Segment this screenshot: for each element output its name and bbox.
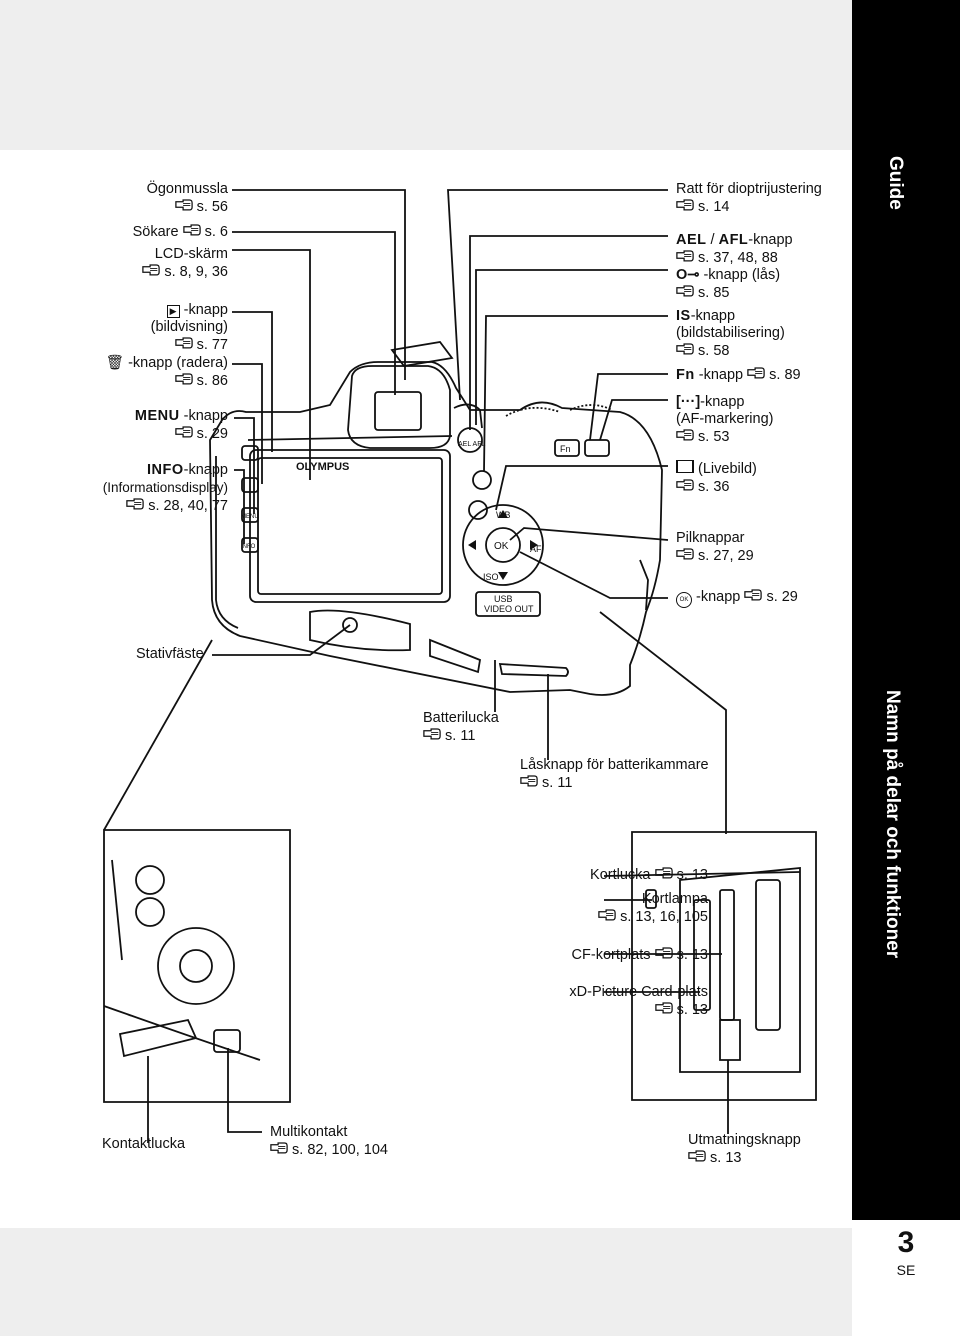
label-info-button: INFO-knapp(Informationsdisplay) s. 28, 4… bbox=[102, 462, 228, 514]
svg-text:WB: WB bbox=[496, 510, 511, 520]
svg-text:Fn: Fn bbox=[560, 444, 571, 454]
hand-pointer-icon bbox=[175, 425, 193, 438]
svg-text:ISO: ISO bbox=[483, 572, 499, 582]
hand-pointer-icon bbox=[270, 1141, 288, 1154]
camera-diagram: OLYMPUS USB VIDEO OUT WB AF ISO OK AEL A… bbox=[103, 189, 817, 1143]
label-lasknapp: Låsknapp för batterikammare s. 11 bbox=[520, 757, 709, 791]
label-utmatning: Utmatningsknapp s. 13 bbox=[688, 1132, 801, 1166]
svg-text:INFO: INFO bbox=[241, 544, 256, 550]
page-number: 3 bbox=[897, 1226, 915, 1259]
hand-pointer-icon bbox=[676, 342, 694, 355]
section-title: Namn på delar och funktioner bbox=[882, 690, 903, 959]
hand-pointer-icon bbox=[676, 249, 694, 262]
label-ogonmussla: Ögonmussla s. 56 bbox=[146, 181, 228, 215]
hand-pointer-icon bbox=[655, 1001, 673, 1014]
svg-text:AF: AF bbox=[530, 544, 542, 554]
label-is-button: IS-knapp(bildstabilisering) s. 58 bbox=[676, 308, 785, 359]
hand-pointer-icon bbox=[688, 1149, 706, 1162]
header-band bbox=[0, 0, 852, 150]
hand-pointer-icon bbox=[175, 336, 193, 349]
svg-text:OK: OK bbox=[494, 541, 509, 552]
eyecup bbox=[347, 365, 451, 449]
label-diopter: Ratt för dioptrijustering s. 14 bbox=[676, 181, 822, 215]
hand-pointer-icon bbox=[126, 497, 144, 510]
trash-icon: 🗑 bbox=[105, 355, 125, 371]
label-xd-slot: xD-Picture Card-plats s. 13 bbox=[569, 984, 708, 1018]
label-erase-button: 🗑 -knapp (radera) s. 86 bbox=[105, 355, 228, 389]
label-batterilucka: Batterilucka s. 11 bbox=[423, 710, 499, 744]
hand-pointer-icon bbox=[520, 774, 538, 787]
hand-pointer-icon bbox=[423, 727, 441, 740]
ael-afl-button bbox=[457, 427, 483, 453]
guide-tab[interactable]: Guide bbox=[885, 156, 906, 210]
footer-band bbox=[0, 1228, 852, 1336]
play-icon: ▶ bbox=[166, 305, 180, 318]
hand-pointer-icon bbox=[175, 372, 193, 385]
ok-icon: OK bbox=[676, 592, 692, 608]
hand-pointer-icon bbox=[676, 198, 694, 211]
label-kontaktlucka: Kontaktlucka bbox=[102, 1136, 186, 1152]
hand-pointer-icon bbox=[676, 478, 694, 491]
battery-lock bbox=[498, 663, 569, 677]
hand-pointer-icon bbox=[747, 366, 765, 379]
hand-pointer-icon bbox=[598, 908, 616, 921]
camera-brand: OLYMPUS bbox=[296, 461, 349, 473]
hand-pointer-icon bbox=[655, 866, 673, 879]
label-pilknappar: Pilknappar s. 27, 29 bbox=[676, 530, 754, 564]
hand-pointer-icon bbox=[175, 198, 193, 211]
label-fn-button: Fn -knapp s. 89 bbox=[676, 366, 801, 383]
label-lcd: LCD-skärm s. 8, 9, 36 bbox=[142, 246, 228, 281]
connector-inset bbox=[103, 829, 291, 1103]
live-view-icon bbox=[676, 460, 694, 473]
label-sokare: Sökare s. 6 bbox=[132, 223, 228, 240]
label-multikontakt: Multikontakt s. 82, 100, 104 bbox=[270, 1124, 388, 1158]
page-lang: SE bbox=[896, 1262, 916, 1278]
hand-pointer-icon bbox=[676, 284, 694, 297]
svg-text:USB: USB bbox=[494, 594, 513, 604]
lcd-screen bbox=[249, 449, 451, 603]
svg-text:VIDEO OUT: VIDEO OUT bbox=[484, 604, 534, 614]
label-live-view: (Livebild) s. 36 bbox=[676, 460, 757, 496]
svg-text:MENU: MENU bbox=[241, 514, 259, 520]
label-kortlucka: Kortlucka s. 13 bbox=[590, 866, 708, 883]
hand-pointer-icon bbox=[183, 223, 201, 236]
card-slot-inset bbox=[631, 831, 817, 1101]
label-ok-button: OK -knapp s. 29 bbox=[676, 588, 798, 608]
label-play-button: ▶ -knapp(bildvisning) s. 77 bbox=[150, 302, 228, 353]
hand-pointer-icon bbox=[655, 946, 673, 959]
label-menu-button: MENU -knapp s. 29 bbox=[134, 408, 228, 442]
hand-pointer-icon bbox=[744, 588, 762, 601]
label-af-button: [···]-knapp(AF-markering) s. 53 bbox=[676, 394, 774, 445]
arrow-pad bbox=[462, 504, 544, 586]
hand-pointer-icon bbox=[676, 547, 694, 560]
key-lock-icon: O⊸ bbox=[676, 267, 700, 283]
hand-pointer-icon bbox=[676, 428, 694, 441]
af-target-icon: [···] bbox=[676, 394, 701, 410]
hand-pointer-icon bbox=[142, 263, 160, 276]
label-stativfaste: Stativfäste bbox=[136, 646, 204, 662]
tripod-socket bbox=[342, 617, 358, 633]
label-cf-slot: CF-kortplats s. 13 bbox=[571, 946, 708, 963]
svg-text:AEL AFL: AEL AFL bbox=[458, 441, 485, 448]
camera-body bbox=[209, 361, 663, 696]
label-kortlampa: Kortlampa s. 13, 16, 105 bbox=[598, 891, 708, 926]
section-sidebar bbox=[852, 0, 960, 1220]
